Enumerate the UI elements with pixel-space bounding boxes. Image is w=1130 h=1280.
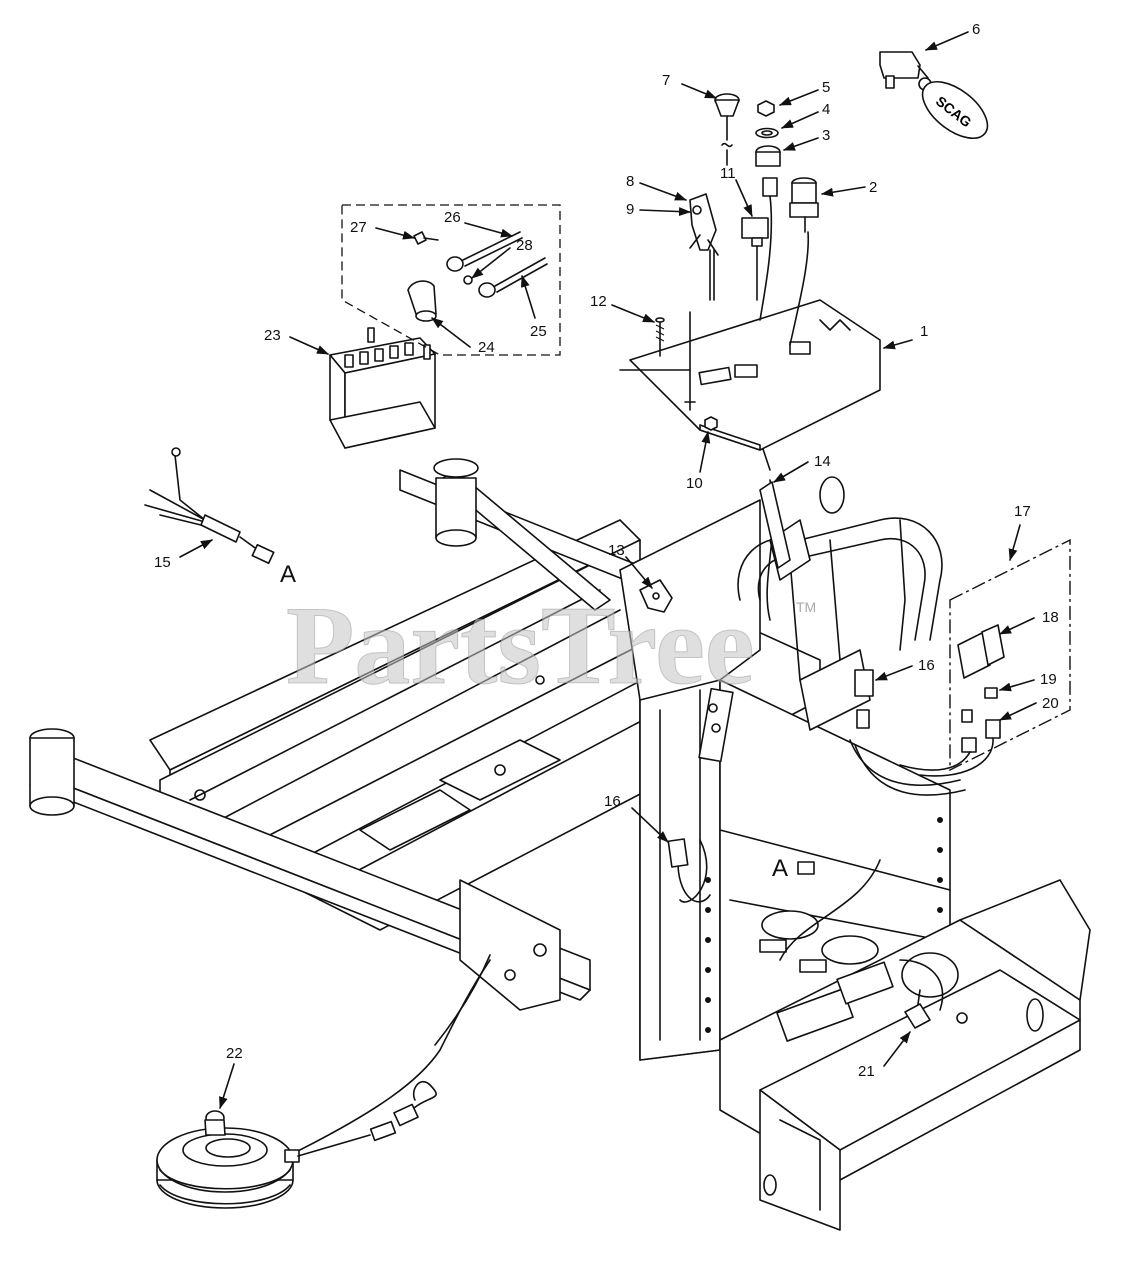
- wire-pigtail: [144, 447, 275, 565]
- watermark: PartsTree TM: [286, 584, 817, 709]
- callout-24: 24: [478, 339, 495, 356]
- callout-13: 13: [608, 542, 625, 559]
- key-and-tag: SCAG: [879, 51, 989, 140]
- callout-27: 27: [350, 219, 367, 236]
- callout-9: 9: [626, 201, 634, 218]
- callout-11: 11: [720, 165, 736, 182]
- connector-21: [904, 989, 931, 1029]
- callout-6: 6: [972, 21, 980, 38]
- callout-25: 25: [530, 323, 547, 340]
- callout-4: 4: [822, 101, 830, 118]
- switch-16: [667, 669, 874, 903]
- callout-7: 7: [662, 72, 670, 89]
- rear-deck: [719, 879, 1091, 1231]
- watermark-trademark: TM: [796, 599, 816, 615]
- callout-14: 14: [814, 453, 831, 470]
- callout-19: 19: [1040, 671, 1057, 688]
- harness-sleeve: [759, 481, 791, 569]
- callout-23: 23: [264, 327, 281, 344]
- ignition-switch: [755, 100, 781, 321]
- callout-26: 26: [444, 209, 461, 226]
- connection-letter-a-harness: A: [772, 855, 788, 882]
- callout-labels: 1 2 3 4 5 6 7 8 9 10 11 12 13 14 15 16 1…: [154, 21, 1059, 1080]
- seat-switch-11: [741, 217, 769, 301]
- callout-2: 2: [869, 179, 877, 196]
- control-plate: [619, 299, 881, 451]
- callout-17: 17: [1014, 503, 1031, 520]
- callout-22: 22: [226, 1045, 243, 1062]
- pto-clutch: [156, 1080, 437, 1209]
- callout-leaders: [179, 31, 1037, 1109]
- battery-cable-kit: [341, 204, 561, 356]
- switch-part: [789, 177, 819, 346]
- callout-15: 15: [154, 554, 171, 571]
- callout-3: 3: [822, 127, 830, 144]
- battery: [329, 327, 436, 449]
- callout-28: 28: [516, 237, 533, 254]
- hardware: [655, 311, 718, 431]
- callout-18: 18: [1042, 609, 1059, 626]
- front-axle-beam: [29, 728, 591, 1011]
- knob-part: [714, 93, 740, 166]
- connection-letter-a-pigtail: A: [280, 561, 296, 588]
- callout-12: 12: [590, 293, 607, 310]
- callout-21: 21: [858, 1063, 875, 1080]
- watermark-text: PartsTree: [286, 584, 755, 708]
- callout-20: 20: [1042, 695, 1059, 712]
- callout-10: 10: [686, 475, 703, 492]
- callout-5: 5: [822, 79, 830, 96]
- kit-17: [899, 538, 1071, 777]
- callout-1: 1: [920, 323, 928, 340]
- callout-16a: 16: [918, 657, 935, 674]
- seat-roll-bar: [737, 476, 943, 731]
- wiring-harness: [289, 439, 966, 1156]
- callout-16b: 16: [604, 793, 621, 810]
- throttle-bracket: [689, 193, 719, 301]
- callout-8: 8: [626, 173, 634, 190]
